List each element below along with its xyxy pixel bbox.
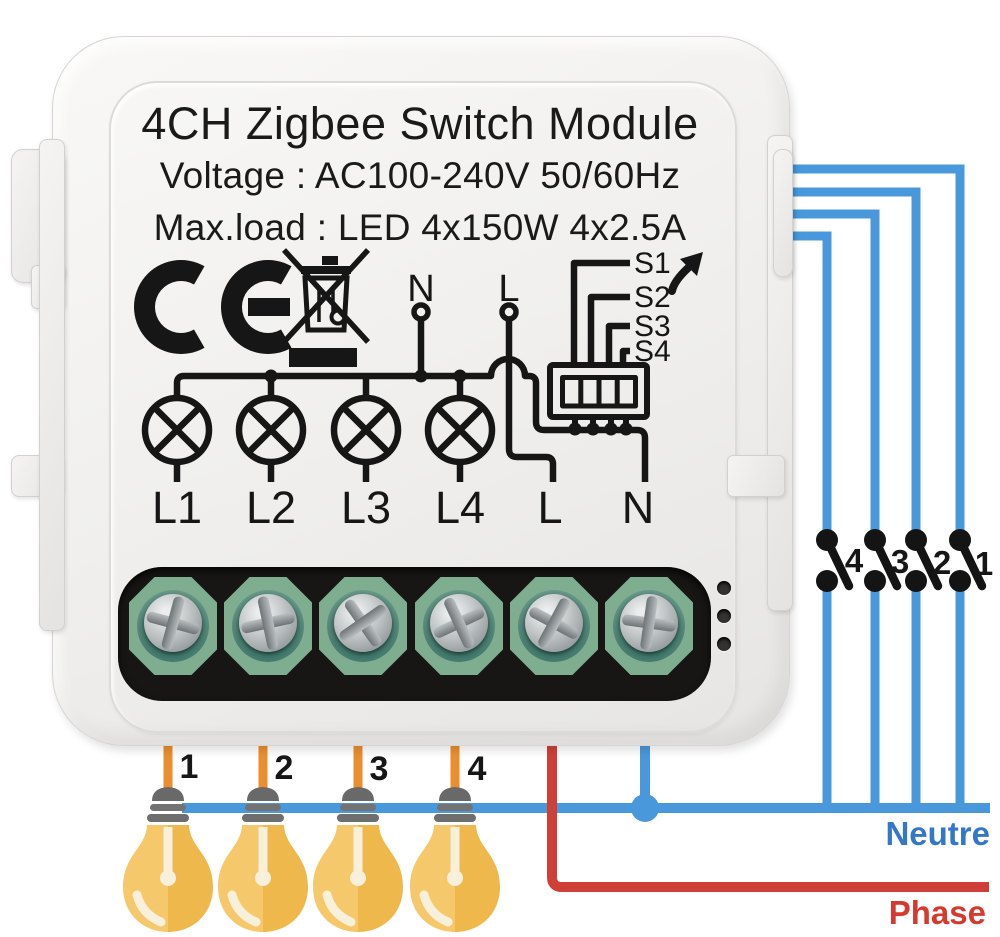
side-ridge-left — [39, 139, 65, 631]
mounting-clip-right-bottom — [727, 455, 785, 497]
terminal-screw[interactable] — [620, 594, 678, 653]
phase-wire — [547, 718, 989, 892]
weee-bar — [289, 348, 357, 367]
screw-terminal-l1[interactable] — [129, 577, 217, 675]
vent-hole — [717, 637, 731, 651]
vent-hole — [717, 609, 731, 623]
bulb-number-1: 1 — [179, 748, 199, 786]
terminal-screw[interactable] — [144, 594, 202, 653]
schematic-l-lead — [505, 319, 557, 482]
wall-switches — [816, 529, 987, 592]
wall-switch-3 — [864, 529, 902, 592]
bulb-number-2: 2 — [274, 749, 294, 787]
phase-wire-label: Phase — [888, 894, 986, 931]
screw-terminal-l[interactable] — [510, 577, 598, 675]
neutral-wire-label: Neutre — [885, 815, 990, 852]
schematic-bus — [173, 355, 649, 482]
lamp-symbols — [141, 376, 496, 482]
connector-block-symbol — [547, 362, 650, 426]
light-bulb-2 — [218, 787, 308, 932]
light-bulb-4 — [410, 787, 500, 932]
screw-terminal-l4[interactable] — [415, 577, 503, 675]
wall-switch-1 — [949, 529, 987, 592]
terminal-label-l4: L4 — [434, 482, 486, 533]
schematic-label-s1: S1 — [634, 247, 671, 280]
terminal-screw[interactable] — [334, 594, 392, 653]
switch-number-4: 4 — [844, 542, 864, 579]
voltage-spec: Voltage : AC100-240V 50/60Hz — [159, 155, 681, 196]
schematic-label-s3: S3 — [634, 310, 671, 343]
bulb-number-3: 3 — [369, 750, 389, 788]
schematic-label-s2: S2 — [634, 281, 671, 314]
terminal-label-l2: L2 — [245, 482, 297, 533]
neutral-junction-dot — [631, 794, 659, 822]
wall-switch-4 — [816, 529, 854, 592]
weee-bin-icon — [281, 248, 371, 367]
schematic-label-s4: S4 — [634, 335, 671, 368]
ce-mark-icon — [133, 260, 292, 355]
maxload-spec: Max.load : LED 4x150W 4x2.5A — [153, 207, 687, 248]
module-title: 4CH Zigbee Switch Module — [141, 98, 699, 149]
light-bulbs — [123, 787, 500, 932]
switch-input-leads — [570, 259, 630, 365]
terminal-screw[interactable] — [525, 594, 583, 653]
terminal-screw[interactable] — [239, 594, 297, 653]
vent-hole — [717, 581, 731, 595]
switch-number-1: 1 — [974, 545, 994, 582]
terminal-screw[interactable] — [430, 594, 488, 653]
screw-terminal-l3[interactable] — [319, 577, 407, 675]
screw-terminal-n[interactable] — [605, 577, 693, 675]
arrow-icon — [668, 252, 703, 295]
bulb-number-4: 4 — [467, 750, 487, 788]
light-bulb-3 — [313, 787, 403, 932]
terminal-label-l3: L3 — [340, 482, 392, 533]
screw-terminal-l2[interactable] — [224, 577, 312, 675]
wall-switch-2 — [905, 529, 943, 592]
light-bulb-1 — [123, 787, 213, 932]
switch-number-3: 3 — [890, 543, 910, 580]
module-face-panel — [109, 81, 737, 733]
mounting-clip-right-top — [773, 149, 793, 277]
schematic-label-n-in: N — [407, 268, 435, 310]
junction-dots — [264, 369, 633, 436]
terminal-label-l1: L1 — [151, 482, 203, 533]
terminal-label-n: N — [621, 482, 655, 533]
schematic-label-l-in: L — [498, 268, 520, 310]
terminal-label-l: L — [537, 482, 563, 533]
switch-number-2: 2 — [932, 544, 952, 581]
